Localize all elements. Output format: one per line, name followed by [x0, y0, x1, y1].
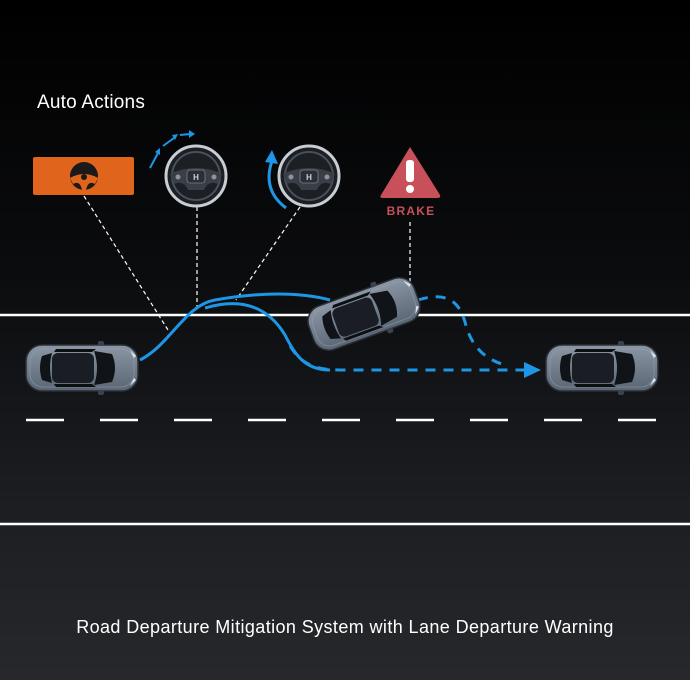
leader-lines	[83, 195, 411, 331]
arrow-head	[524, 362, 541, 378]
car-departing	[301, 268, 427, 360]
brake-label: BRAKE	[386, 204, 436, 218]
steering-alert-icon	[33, 157, 134, 195]
car-start	[25, 340, 139, 396]
correction-path	[204, 302, 331, 372]
brake-path-dashed	[417, 295, 506, 367]
warning-triangle-icon	[380, 147, 441, 198]
return-path-dashed	[288, 345, 525, 372]
steering-wheel-return-icon	[265, 144, 341, 210]
drift-path	[139, 292, 331, 362]
car-destination	[545, 340, 659, 396]
steering-wheel-turn-icon	[149, 130, 228, 208]
title: Auto Actions	[37, 92, 146, 113]
caption: Road Departure Mitigation System with La…	[76, 617, 614, 637]
